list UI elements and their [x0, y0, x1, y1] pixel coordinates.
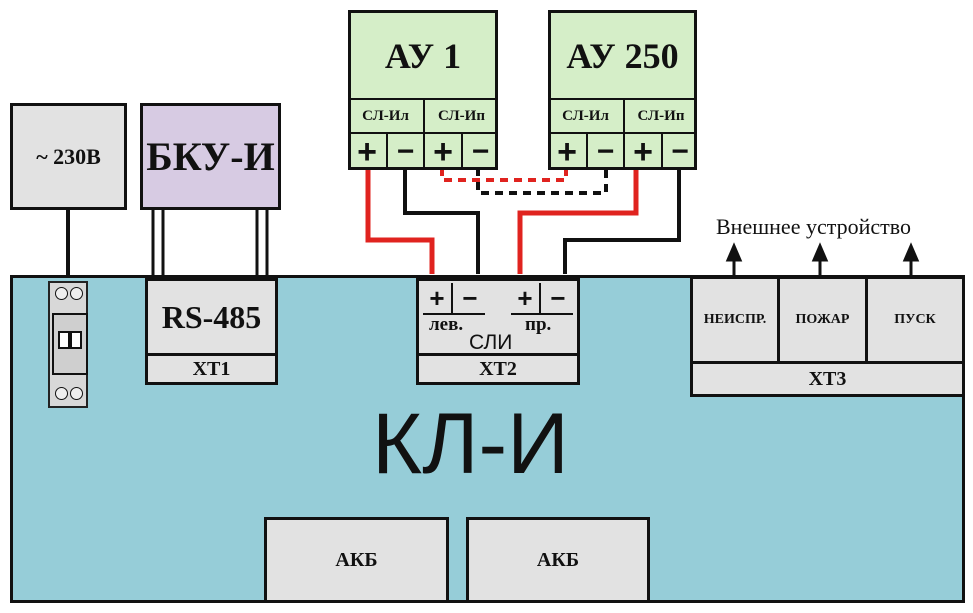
xt3-output-start: ПУСК [865, 276, 965, 364]
sli-left-label: лев. [429, 314, 464, 335]
device-au250: АУ 250 СЛ-Ил СЛ-Ип + − + − [548, 10, 697, 171]
device-au1-plus-1: + [348, 132, 388, 171]
device-au1-left-label: СЛ-Ил [348, 98, 425, 134]
device-au1-right-label: СЛ-Ип [423, 98, 498, 134]
sli-left-minus: − [462, 282, 478, 313]
wire-au1-minus [403, 168, 480, 274]
rs485-wires [151, 208, 269, 280]
xt1-strip: XT1 [145, 353, 278, 385]
battery-2-label: АКБ [536, 548, 580, 571]
device-au250-title: АУ 250 [566, 36, 679, 76]
bku-box: БКУ-И [140, 103, 281, 210]
device-au250-right-label: СЛ-Ип [623, 98, 697, 134]
device-au1-title: АУ 1 [384, 36, 462, 76]
xt2-strip: XT2 [416, 353, 580, 385]
external-device-label: Внешнее устройство [716, 214, 911, 239]
wire-au1-plus [365, 168, 435, 274]
xt1-label: XT1 [192, 357, 231, 380]
battery-1-label: АКБ [335, 548, 378, 571]
rs485-block: RS-485 [145, 278, 278, 356]
bku-label: БКУ-И [146, 134, 275, 179]
device-au1-minus-2: − [461, 132, 498, 170]
power-supply-box: ~ 230В [10, 103, 127, 210]
device-au1: АУ 1 СЛ-Ил СЛ-Ип + − + − [348, 10, 498, 171]
xt3-output-fault: НЕИСПР. [690, 276, 780, 364]
xt3-output-fire: ПОЖАР [777, 276, 868, 364]
device-au1-plus-2: + [423, 132, 463, 171]
chain-plus-dashed [440, 168, 568, 182]
sli-name: СЛИ [469, 331, 513, 354]
sli-left-plus: + [423, 283, 453, 313]
device-au250-plus-1: + [548, 132, 588, 171]
rs485-label: RS-485 [161, 298, 262, 335]
wire-au250-plus [517, 168, 639, 274]
sli-left-underline [423, 313, 485, 315]
xt3-output-start-label: ПУСК [894, 312, 936, 327]
main-unit-title: КЛ-И [372, 396, 569, 492]
battery-2: АКБ [466, 517, 650, 603]
sli-right-plus: + [511, 283, 541, 313]
sli-right-label: пр. [525, 314, 552, 335]
device-au250-plus-2: + [623, 132, 663, 171]
circuit-breaker [48, 281, 88, 408]
power-label: ~ 230В [36, 143, 101, 169]
xt2-label: XT2 [479, 357, 517, 380]
xt3-output-fault-label: НЕИСПР. [703, 312, 767, 327]
device-au250-left-label: СЛ-Ил [548, 98, 625, 134]
sli-block: + − + − лев. пр. СЛИ [416, 278, 580, 356]
xt3-strip: XT3 [690, 361, 965, 397]
sli-right-minus: − [550, 282, 566, 313]
device-au1-minus-1: − [386, 132, 425, 170]
wire-au250-minus [563, 168, 681, 274]
sli-right-underline [511, 313, 573, 315]
xt3-output-fire-label: ПОЖАР [795, 312, 850, 327]
external-arrows [725, 242, 920, 276]
battery-1: АКБ [264, 517, 449, 603]
xt3-label: XT3 [808, 367, 847, 390]
chain-minus-dashed [476, 168, 608, 195]
device-au250-minus-2: − [661, 132, 697, 170]
device-au250-minus-1: − [586, 132, 625, 170]
